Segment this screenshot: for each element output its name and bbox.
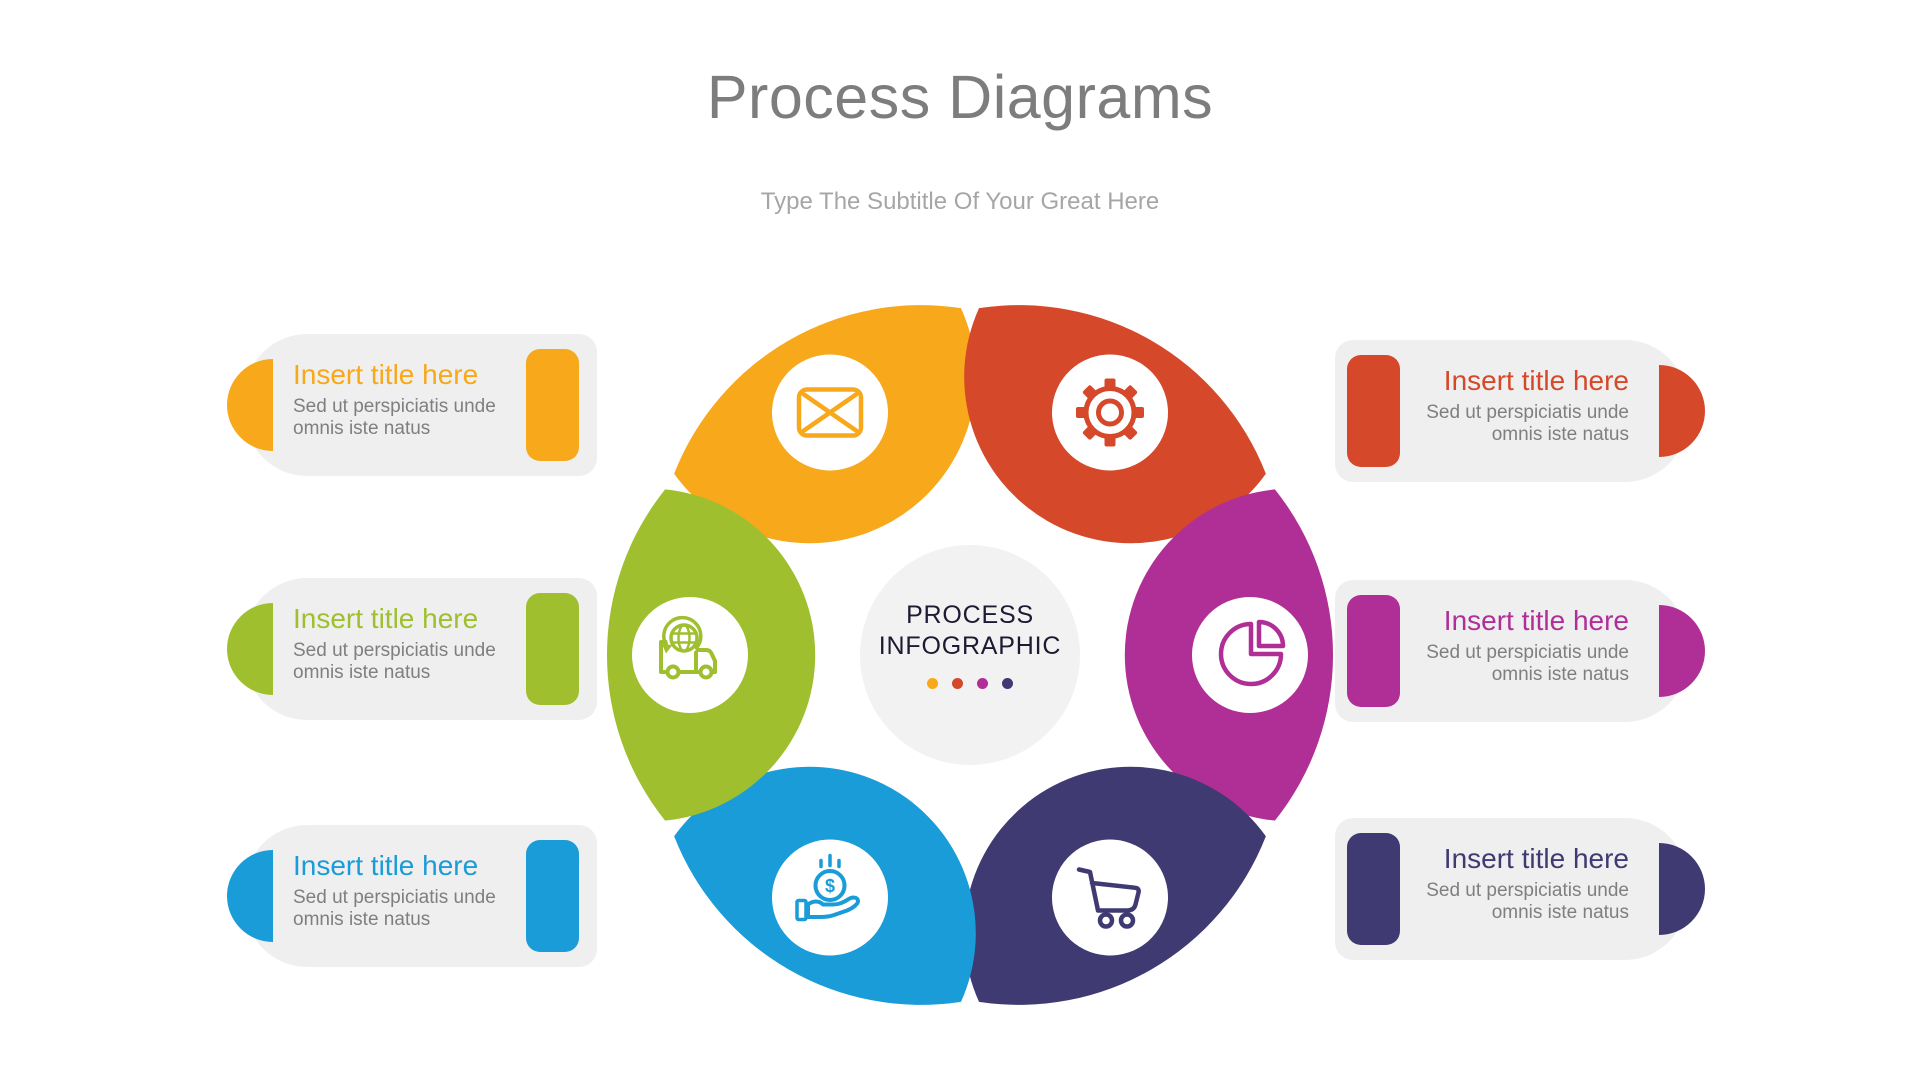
icon-circle — [632, 597, 748, 713]
center-title-line2: INFOGRAPHIC — [878, 632, 1062, 660]
card-title: Insert title here — [1443, 843, 1629, 874]
card-accent-semicircle — [227, 850, 273, 942]
petal-finance — [674, 766, 976, 1005]
card-accent-semicircle — [227, 359, 273, 451]
page-subtitle: Type The Subtitle Of Your Great Here — [760, 188, 1160, 215]
money-hand-icon: $ — [795, 853, 861, 922]
card-accent-bar — [526, 840, 579, 952]
card-title: Insert title here — [1443, 365, 1629, 396]
card-accent-bar — [1347, 833, 1400, 945]
center-title-line1: PROCESS — [906, 601, 1034, 629]
icon-circle — [772, 839, 888, 956]
center-dots — [830, 678, 1110, 689]
card-accent-semicircle — [227, 603, 273, 695]
page-title: Process Diagrams — [706, 63, 1214, 131]
process-flower-diagram: $ — [607, 305, 1333, 1005]
card-accent-bar — [526, 349, 579, 461]
dot-orange — [927, 678, 938, 689]
globe-truck-icon — [659, 615, 717, 680]
center-label: PROCESS INFOGRAPHIC — [830, 600, 1110, 689]
info-card-left-3: Insert title here Sed ut perspiciatis un… — [227, 825, 597, 967]
gear-icon — [1076, 378, 1144, 447]
card-title: Insert title here — [293, 850, 479, 881]
dot-magenta — [977, 678, 988, 689]
dot-purple — [1002, 678, 1013, 689]
info-card-right-3: Insert title here Sed ut perspiciatis un… — [1335, 818, 1705, 960]
card-body: Sed ut perspiciatis unde omnis iste natu… — [1426, 880, 1629, 924]
envelope-icon — [796, 387, 864, 438]
info-card-right-2: Insert title here Sed ut perspiciatis un… — [1335, 580, 1705, 722]
info-card-left-2: Insert title here Sed ut perspiciatis un… — [227, 578, 597, 720]
card-body: Sed ut perspiciatis unde omnis iste natu… — [293, 640, 496, 684]
card-accent-bar — [1347, 355, 1400, 467]
card-accent-semicircle — [1659, 365, 1705, 457]
cart-icon — [1076, 867, 1141, 929]
card-accent-semicircle — [1659, 605, 1705, 697]
svg-text:$: $ — [825, 876, 835, 896]
info-card-right-1: Insert title here Sed ut perspiciatis un… — [1335, 340, 1705, 482]
card-body: Sed ut perspiciatis unde omnis iste natu… — [1426, 642, 1629, 686]
pie-chart-icon — [1218, 619, 1286, 687]
card-body: Sed ut perspiciatis unde omnis iste natu… — [293, 887, 496, 931]
card-title: Insert title here — [1443, 605, 1629, 636]
center-circle — [860, 545, 1080, 765]
dot-red — [952, 678, 963, 689]
card-title: Insert title here — [293, 359, 479, 390]
card-body: Sed ut perspiciatis unde omnis iste natu… — [293, 396, 496, 440]
info-card-left-1: Insert title here Sed ut perspiciatis un… — [227, 334, 597, 476]
card-title: Insert title here — [293, 603, 479, 634]
card-accent-semicircle — [1659, 843, 1705, 935]
card-body: Sed ut perspiciatis unde omnis iste natu… — [1426, 402, 1629, 446]
card-accent-bar — [1347, 595, 1400, 707]
card-accent-bar — [526, 593, 579, 705]
